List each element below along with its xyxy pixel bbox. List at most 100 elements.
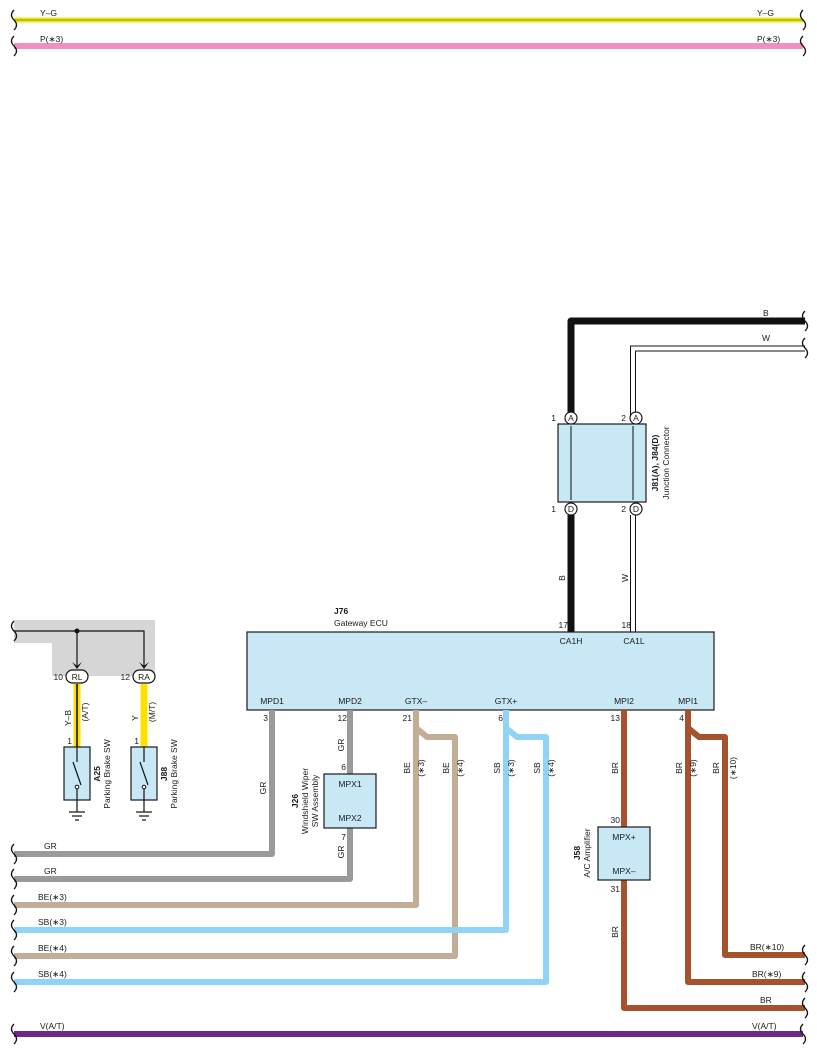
- wire-label-w-top: W: [762, 333, 770, 343]
- svg-text:Windshield Wiper: Windshield Wiper: [300, 768, 310, 834]
- junction-connector-box: [557, 423, 647, 503]
- svg-text:BR: BR: [674, 762, 684, 774]
- ecu-pin-3: 3: [263, 713, 268, 723]
- svg-text:A25: A25: [92, 766, 102, 782]
- ecu-terminal-ca1h: CA1H: [560, 636, 583, 646]
- junction-name: Junction Connector: [661, 426, 671, 499]
- wire-label-y-g-right: Y–G: [757, 8, 774, 18]
- svg-text:A: A: [633, 413, 639, 423]
- svg-text:RL: RL: [72, 672, 83, 682]
- wire-b-upper: [567, 317, 805, 418]
- svg-text:D: D: [633, 504, 639, 514]
- svg-text:10: 10: [54, 672, 64, 682]
- svg-text:(∗10): (∗10): [728, 757, 738, 779]
- amp-terminal-mpx-plus: MPX+: [612, 832, 635, 842]
- wire-p-top: P(∗3) P(∗3): [14, 34, 803, 49]
- wire-label-y-b: Y–B: [63, 710, 73, 726]
- wire-label-gr-1: GR: [44, 841, 57, 851]
- wire-w-upper: [635, 350, 805, 418]
- wire-label-p-left: P(∗3): [40, 34, 63, 44]
- ecu-terminal-ca1l: CA1L: [623, 636, 645, 646]
- ecu-pin-17: 17: [559, 620, 569, 630]
- svg-text:Parking Brake SW: Parking Brake SW: [169, 739, 179, 808]
- ecu-terminal-mpd1: MPD1: [260, 696, 284, 706]
- svg-text:BR: BR: [711, 762, 721, 774]
- wire-label-y: Y: [130, 715, 140, 721]
- wire-label-be-4: BE(∗4): [38, 943, 67, 953]
- ecu-terminal-gtx-minus: GTX–: [405, 696, 427, 706]
- junction-pin-1-top: 1 A: [551, 411, 578, 425]
- svg-text:BE: BE: [441, 762, 451, 774]
- ecu-terminal-mpd2: MPD2: [338, 696, 362, 706]
- junction-pin-2-bottom: 2 D: [621, 502, 643, 516]
- svg-text:30: 30: [611, 815, 621, 825]
- svg-text:A: A: [568, 413, 574, 423]
- svg-text:7: 7: [341, 832, 346, 842]
- svg-text:(∗9): (∗9): [688, 759, 698, 777]
- svg-text:A/C Amplifier: A/C Amplifier: [582, 828, 592, 877]
- svg-text:Parking Brake SW: Parking Brake SW: [102, 739, 112, 808]
- wire-label-w-lower: W: [620, 574, 630, 582]
- break-marks: [10, 9, 809, 1045]
- wiper-terminal-mpx2: MPX2: [338, 813, 361, 823]
- parking-brake-switch-j88: [130, 746, 158, 821]
- junction-pin-1-bottom: 1 D: [551, 502, 578, 516]
- ecu-pin-21: 21: [403, 713, 413, 723]
- connector-rl: RL 10: [54, 669, 89, 684]
- connector-ra: RA 12: [121, 669, 156, 684]
- wire-sb-4: [14, 725, 549, 985]
- wire-label-p-right: P(∗3): [757, 34, 780, 44]
- ecu-terminal-mpi2: MPI2: [614, 696, 634, 706]
- wiper-label: J26 Windshield Wiper SW Assembly: [290, 768, 320, 834]
- wire-label-br-10: BR(∗10): [750, 942, 784, 952]
- shaded-splice-area: [14, 620, 155, 676]
- gateway-ecu-box: [246, 631, 715, 711]
- ecu-code: J76: [334, 606, 348, 616]
- svg-text:J26: J26: [290, 794, 300, 808]
- junction-code: J81(A), J84(D): [650, 434, 660, 491]
- note-a-t: (A/T): [80, 702, 90, 721]
- junction-pin-2-top: 2 A: [621, 411, 643, 425]
- svg-text:2: 2: [621, 504, 626, 514]
- svg-text:12: 12: [121, 672, 131, 682]
- ac-amplifier-box: MPX+ MPX– 30 31: [597, 815, 651, 894]
- svg-text:31: 31: [611, 884, 621, 894]
- svg-text:(∗4): (∗4): [546, 759, 556, 777]
- svg-text:D: D: [568, 504, 574, 514]
- wire-label-br-9: BR(∗9): [752, 969, 781, 979]
- svg-text:J88: J88: [159, 767, 169, 781]
- svg-text:2: 2: [621, 413, 626, 423]
- wire-label-gr-2: GR: [44, 866, 57, 876]
- wire-label-b-top: B: [763, 308, 769, 318]
- wire-br-10: [686, 725, 805, 958]
- wiper-switch-box: MPX1 MPX2 6 7: [323, 762, 377, 842]
- splice-point: [74, 628, 80, 634]
- ecu-pin-18: 18: [622, 620, 632, 630]
- parking-brake-switch-a25: [63, 746, 91, 821]
- wire-label-be-3: BE(∗3): [38, 892, 67, 902]
- wire-be-3: [14, 710, 419, 908]
- svg-text:GR: GR: [336, 846, 346, 859]
- amp-terminal-mpx-minus: MPX–: [612, 866, 635, 876]
- wire-label-v-left: V(A/T): [40, 1021, 65, 1031]
- svg-text:GR: GR: [336, 739, 346, 752]
- svg-text:SB: SB: [532, 762, 542, 774]
- wire-label-sb-4: SB(∗4): [38, 969, 67, 979]
- svg-text:1: 1: [551, 413, 556, 423]
- svg-text:GR: GR: [258, 782, 268, 795]
- wire-label-br: BR: [760, 995, 772, 1005]
- svg-text:BR: BR: [610, 926, 620, 938]
- wiper-terminal-mpx1: MPX1: [338, 779, 361, 789]
- ecu-pin-12: 12: [338, 713, 348, 723]
- wire-y-g-top: Y–G Y–G: [14, 8, 803, 23]
- svg-text:RA: RA: [138, 672, 150, 682]
- wire-sb-3: [14, 710, 509, 933]
- ecu-pin-6: 6: [498, 713, 503, 723]
- amplifier-label: J58 A/C Amplifier: [572, 828, 592, 877]
- svg-text:(∗3): (∗3): [416, 759, 426, 777]
- svg-text:SW Assembly: SW Assembly: [310, 774, 320, 827]
- ecu-pin-4: 4: [679, 713, 684, 723]
- ecu-terminal-mpi1: MPI1: [678, 696, 698, 706]
- a25-label: A25 Parking Brake SW: [92, 739, 112, 808]
